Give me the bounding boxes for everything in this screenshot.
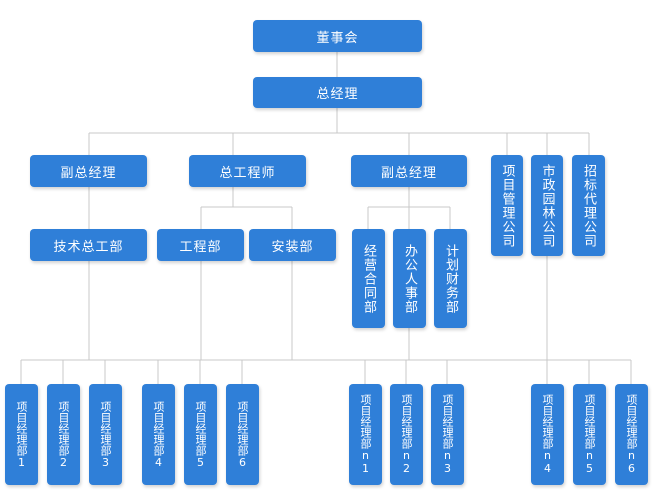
board-label: 董事会 [316,30,359,46]
bidding-agency-label: 招标代理公司 [581,163,596,248]
vice-gm-left-label: 副总经理 [60,165,117,181]
project-dept-label: 项目经理部4 [152,400,165,469]
board-box: 董事会 [253,20,422,52]
project-dept-box: 项目经理部n2 [390,384,423,485]
pm-company-box: 项目管理公司 [491,155,523,256]
project-dept-box: 项目经理部n3 [431,384,464,485]
vice-gm-right-label: 副总经理 [380,165,437,181]
project-dept-label: 项目经理部6 [236,400,249,469]
install-dept-box: 安装部 [249,229,336,261]
contract-dept-label: 经营合同部 [361,243,376,314]
project-dept-box: 项目经理部2 [47,384,80,485]
general-manager-box: 总经理 [253,77,422,108]
project-dept-label: 项目经理部1 [15,400,28,469]
project-dept-label: 项目经理部3 [99,400,112,469]
project-dept-label: 项目经理部n2 [400,394,413,475]
project-dept-box: 项目经理部5 [184,384,217,485]
project-dept-box: 项目经理部4 [142,384,175,485]
general-manager-label: 总经理 [316,87,359,102]
engineering-dept-label: 工程部 [179,239,222,255]
tech-dept-label: 技术总工部 [53,239,124,255]
project-dept-box: 项目经理部n6 [615,384,648,485]
project-dept-label: 项目经理部n3 [441,394,454,475]
chief-engineer-box: 总工程师 [189,155,306,187]
install-dept-label: 安装部 [271,239,314,255]
project-dept-label: 项目经理部n1 [359,394,372,475]
tech-dept-box: 技术总工部 [30,229,147,261]
pm-company-label: 项目管理公司 [499,163,515,248]
project-dept-box: 项目经理部n4 [531,384,564,485]
project-dept-box: 项目经理部3 [89,384,122,485]
project-dept-box: 项目经理部n5 [573,384,606,485]
contract-dept-box: 经营合同部 [352,229,385,328]
municipal-garden-label: 市政园林公司 [539,163,555,248]
project-dept-label: 项目经理部5 [194,400,207,469]
vice-gm-right-box: 副总经理 [351,155,467,187]
chief-engineer-label: 总工程师 [219,165,276,181]
project-dept-label: 项目经理部2 [57,400,70,469]
finance-dept-box: 计划财务部 [434,229,467,328]
engineering-dept-box: 工程部 [157,229,244,261]
project-dept-label: 项目经理部n4 [541,394,554,475]
finance-dept-label: 计划财务部 [443,243,458,314]
project-dept-label: 项目经理部n6 [625,394,638,475]
municipal-garden-box: 市政园林公司 [531,155,563,256]
project-dept-label: 项目经理部n5 [583,394,596,475]
project-dept-box: 项目经理部n1 [349,384,382,485]
bidding-agency-box: 招标代理公司 [572,155,605,256]
project-dept-box: 项目经理部6 [226,384,259,485]
vice-gm-left-box: 副总经理 [30,155,147,187]
project-dept-box: 项目经理部1 [5,384,38,485]
office-hr-label: 办公人事部 [402,243,417,314]
office-hr-box: 办公人事部 [393,229,426,328]
